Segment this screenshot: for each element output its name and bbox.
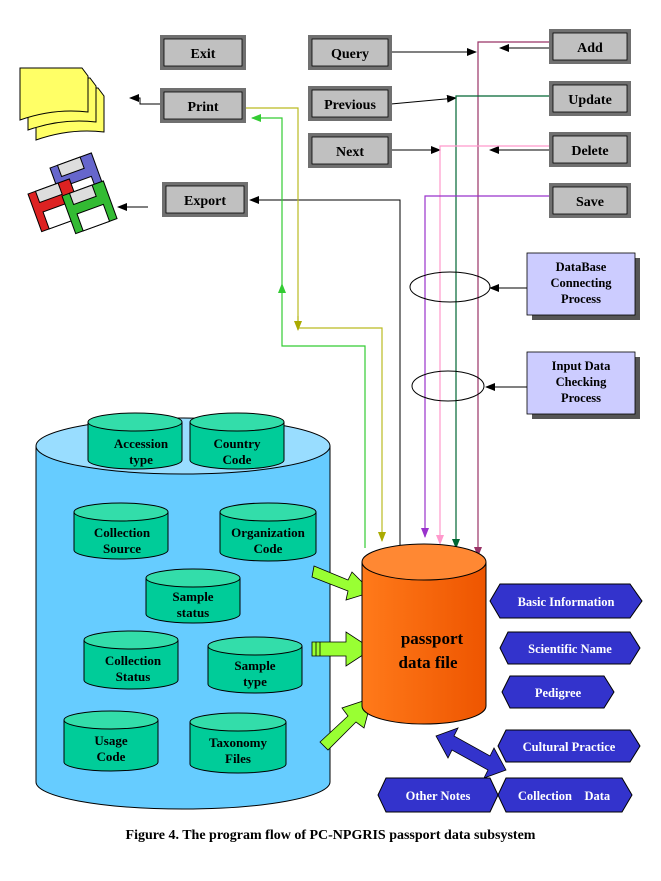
country-code-table: Country Code <box>189 412 285 470</box>
update-flow-line <box>452 95 549 549</box>
svg-text:Connecting: Connecting <box>550 276 612 290</box>
export-flow-line <box>249 196 401 548</box>
svg-text:Exit: Exit <box>191 47 216 62</box>
export-button[interactable]: Export <box>162 182 248 217</box>
svg-text:Delete: Delete <box>571 144 608 159</box>
svg-text:Basic Information: Basic Information <box>518 595 615 609</box>
svg-text:Sample: Sample <box>172 589 213 604</box>
svg-text:Files: Files <box>225 751 251 766</box>
svg-text:Code: Code <box>97 749 126 764</box>
svg-text:Country: Country <box>214 436 261 451</box>
svg-text:data file: data file <box>398 653 457 672</box>
svg-text:Sample: Sample <box>234 658 275 673</box>
db-connect-ring <box>409 271 491 303</box>
svg-text:Code: Code <box>254 541 283 556</box>
svg-text:Query: Query <box>331 47 369 62</box>
input-checking-process: Input Data Checking Process <box>526 351 640 419</box>
accession-type-table: Accession type <box>87 412 183 470</box>
svg-text:Status: Status <box>116 669 151 684</box>
sample-type-table: Sample type <box>207 636 303 694</box>
save-button[interactable]: Save <box>549 183 631 218</box>
svg-text:type: type <box>129 452 153 467</box>
figure-caption: Figure 4. The program flow of PC-NPGRIS … <box>125 828 536 843</box>
svg-text:Next: Next <box>336 145 364 160</box>
print-flow-line <box>278 283 366 548</box>
passport-data-file: passport data file <box>361 543 487 725</box>
print-flow-line-top <box>251 114 283 284</box>
svg-text:Add: Add <box>577 41 603 56</box>
cultural-practice-tag: Cultural Practice <box>497 729 641 763</box>
sample-status-table: Sample status <box>145 568 241 624</box>
svg-text:passport: passport <box>401 629 464 648</box>
query-button[interactable]: Query <box>308 35 392 70</box>
sampletype-to-passport-arrow <box>311 631 373 667</box>
svg-text:Cultural Practice: Cultural Practice <box>523 740 616 754</box>
svg-text:Other Notes: Other Notes <box>406 789 471 803</box>
svg-text:Organization: Organization <box>231 525 305 540</box>
db-connecting-process: DataBase Connecting Process <box>526 252 640 320</box>
svg-text:Checking: Checking <box>556 375 607 389</box>
save-flow-line <box>421 195 549 538</box>
collection-status-table: Collection Status <box>83 630 179 690</box>
exit-button[interactable]: Exit <box>160 35 246 70</box>
svg-text:Source: Source <box>103 541 141 556</box>
passport-collection-double-arrow <box>435 727 507 779</box>
svg-text:status: status <box>177 605 210 620</box>
svg-text:Update: Update <box>568 93 612 108</box>
organization-code-table: Organization Code <box>219 502 317 562</box>
svg-text:Save: Save <box>576 195 604 210</box>
svg-text:Previous: Previous <box>324 98 376 113</box>
svg-text:Code: Code <box>223 452 252 467</box>
usage-code-table: Usage Code <box>63 710 159 772</box>
svg-text:Taxonomy: Taxonomy <box>209 735 268 750</box>
add-button[interactable]: Add <box>549 29 631 64</box>
svg-text:Collection: Collection <box>105 653 162 668</box>
svg-text:Print: Print <box>187 100 218 115</box>
svg-text:Process: Process <box>561 391 601 405</box>
update-button[interactable]: Update <box>549 81 631 116</box>
org-to-passport-arrow <box>311 565 373 601</box>
svg-text:Process: Process <box>561 292 601 306</box>
previous-arrow <box>390 94 457 105</box>
next-button[interactable]: Next <box>308 133 392 168</box>
svg-text:Collection Data: Collection Data <box>518 789 611 803</box>
previous-button[interactable]: Previous <box>308 86 392 121</box>
paper-stack-icon <box>19 67 105 141</box>
svg-text:Scientific Name: Scientific Name <box>528 642 612 656</box>
input-check-ring <box>411 370 485 402</box>
delete-flow-line <box>436 145 549 545</box>
print-to-paper-arrow <box>129 94 160 105</box>
delete-button[interactable]: Delete <box>549 132 631 167</box>
collection-source-table: Collection Source <box>73 502 169 560</box>
svg-text:Usage: Usage <box>94 733 127 748</box>
svg-text:Pedigree: Pedigree <box>535 686 582 700</box>
add-flow-line <box>474 41 549 557</box>
basic-information-tag: Basic Information <box>489 583 643 619</box>
floppy-disks-icon <box>27 152 118 235</box>
print-button[interactable]: Print <box>160 88 246 123</box>
pedigree-tag: Pedigree <box>501 675 615 709</box>
svg-text:type: type <box>243 674 267 689</box>
svg-text:Input Data: Input Data <box>552 359 611 373</box>
svg-text:Accession: Accession <box>114 436 169 451</box>
collection-data-tag: Collection Data <box>497 777 633 813</box>
scientific-name-tag: Scientific Name <box>499 631 641 665</box>
other-notes-tag: Other Notes <box>377 777 499 813</box>
svg-text:DataBase: DataBase <box>556 260 607 274</box>
svg-text:Export: Export <box>184 194 226 209</box>
taxonomy-files-table: Taxonomy Files <box>189 712 287 774</box>
svg-text:Collection: Collection <box>94 525 151 540</box>
